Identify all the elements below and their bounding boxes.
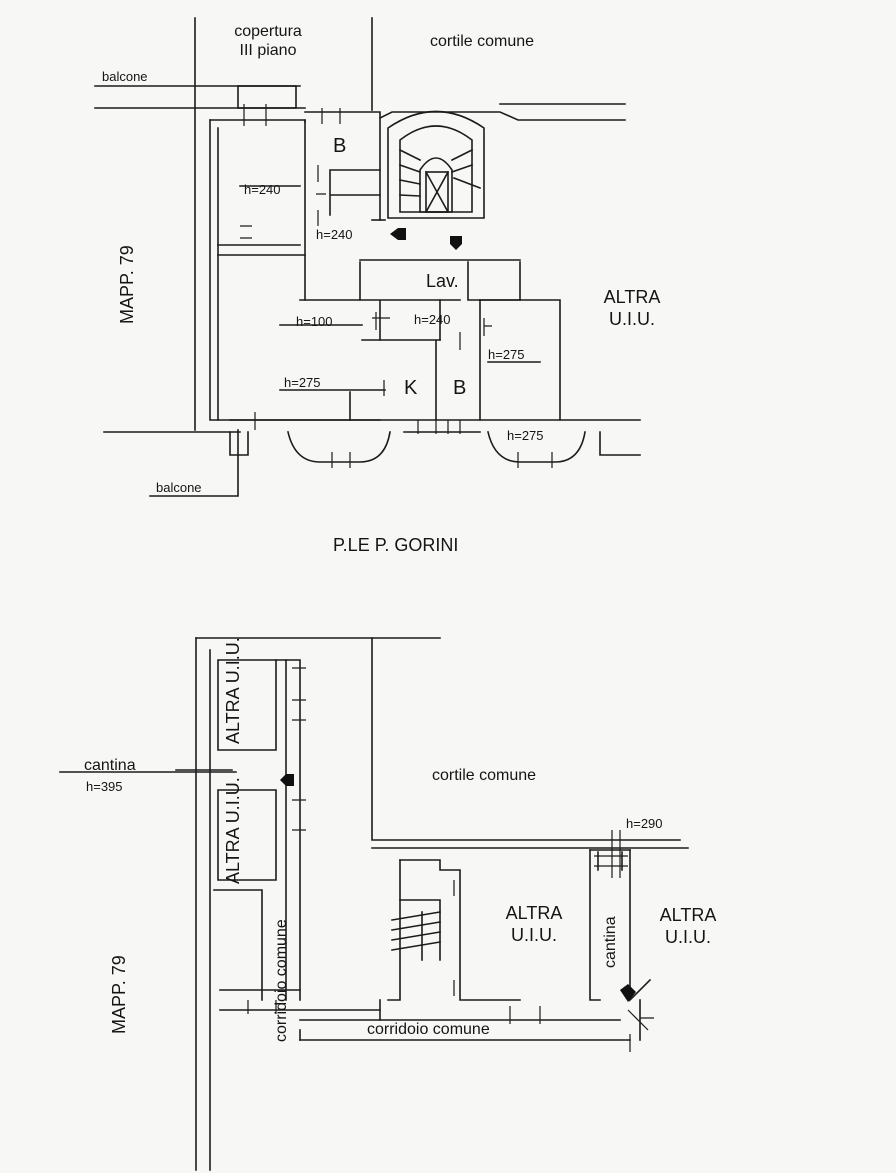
upper-plan-walls <box>94 17 641 497</box>
height-label-240-b: h=240 <box>316 227 353 242</box>
height-label-275-c: h=275 <box>507 428 544 443</box>
lower-plan-walls <box>59 637 689 1171</box>
room-b-bottom-label: B <box>453 377 467 399</box>
altra-uiu-label-top: ALTRA U.I.U. <box>603 287 661 329</box>
height-label-290: h=290 <box>626 816 663 831</box>
altra-uiu-right-label: ALTRA U.I.U. <box>659 905 717 947</box>
cortile-comune-label-top: cortile comune <box>430 33 535 50</box>
piazzale-gorini-label: P.LE P. GORINI <box>333 535 459 555</box>
copertura-label: copertura III piano <box>234 23 302 59</box>
balcone-top-label: balcone <box>102 69 148 84</box>
room-b-top-label: B <box>333 135 347 157</box>
height-label-275-a: h=275 <box>284 375 321 390</box>
balcone-bottom-label: balcone <box>156 480 202 495</box>
cantina-label-left: cantina <box>84 757 136 774</box>
room-lav-label: Lav. <box>426 271 459 291</box>
height-label-100: h=100 <box>296 314 333 329</box>
height-label-275-b: h=275 <box>488 347 525 362</box>
cortile-comune-label-bottom: cortile comune <box>432 767 537 784</box>
height-label-240-a: h=240 <box>244 182 281 197</box>
corridoio-comune-horizontal-label: corridoio comune <box>367 1021 490 1038</box>
height-label-395: h=395 <box>86 779 123 794</box>
altra-uiu-mid-label: ALTRA U.I.U. <box>505 903 563 945</box>
room-k-label: K <box>404 377 418 399</box>
height-label-240-c: h=240 <box>414 312 451 327</box>
